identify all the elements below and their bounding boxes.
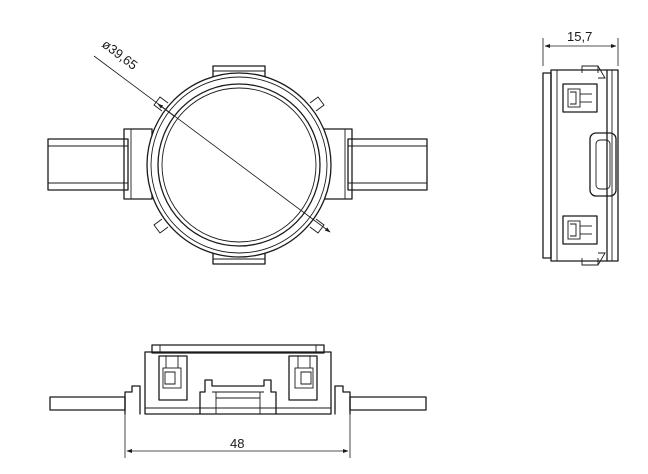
- width-dimension: 48: [124, 414, 351, 458]
- bottom-left-latch: [158, 355, 188, 401]
- bottom-view: 48: [49, 344, 427, 458]
- side-bottom-latch: [562, 215, 598, 245]
- diameter-label: ø39,65: [99, 36, 140, 72]
- width-label: 48: [230, 436, 244, 451]
- depth-dimension: 15,7: [542, 29, 619, 66]
- front-lens-housing: [146, 72, 332, 258]
- side-body: [542, 65, 619, 266]
- bottom-right-latch: [288, 355, 318, 401]
- front-top-tab: [212, 65, 266, 81]
- depth-label: 15,7: [567, 29, 592, 44]
- front-left-rail: [47, 138, 129, 191]
- front-right-rail: [347, 138, 428, 191]
- side-center-window: [589, 132, 617, 197]
- side-top-latch: [562, 83, 598, 113]
- side-view: 15,7: [542, 29, 619, 266]
- front-bottom-tab: [212, 249, 266, 265]
- bottom-main-body: [144, 344, 332, 415]
- front-view: ø39,65: [47, 36, 428, 265]
- bottom-shoulders: [124, 385, 351, 415]
- bottom-center-slot: [199, 379, 277, 415]
